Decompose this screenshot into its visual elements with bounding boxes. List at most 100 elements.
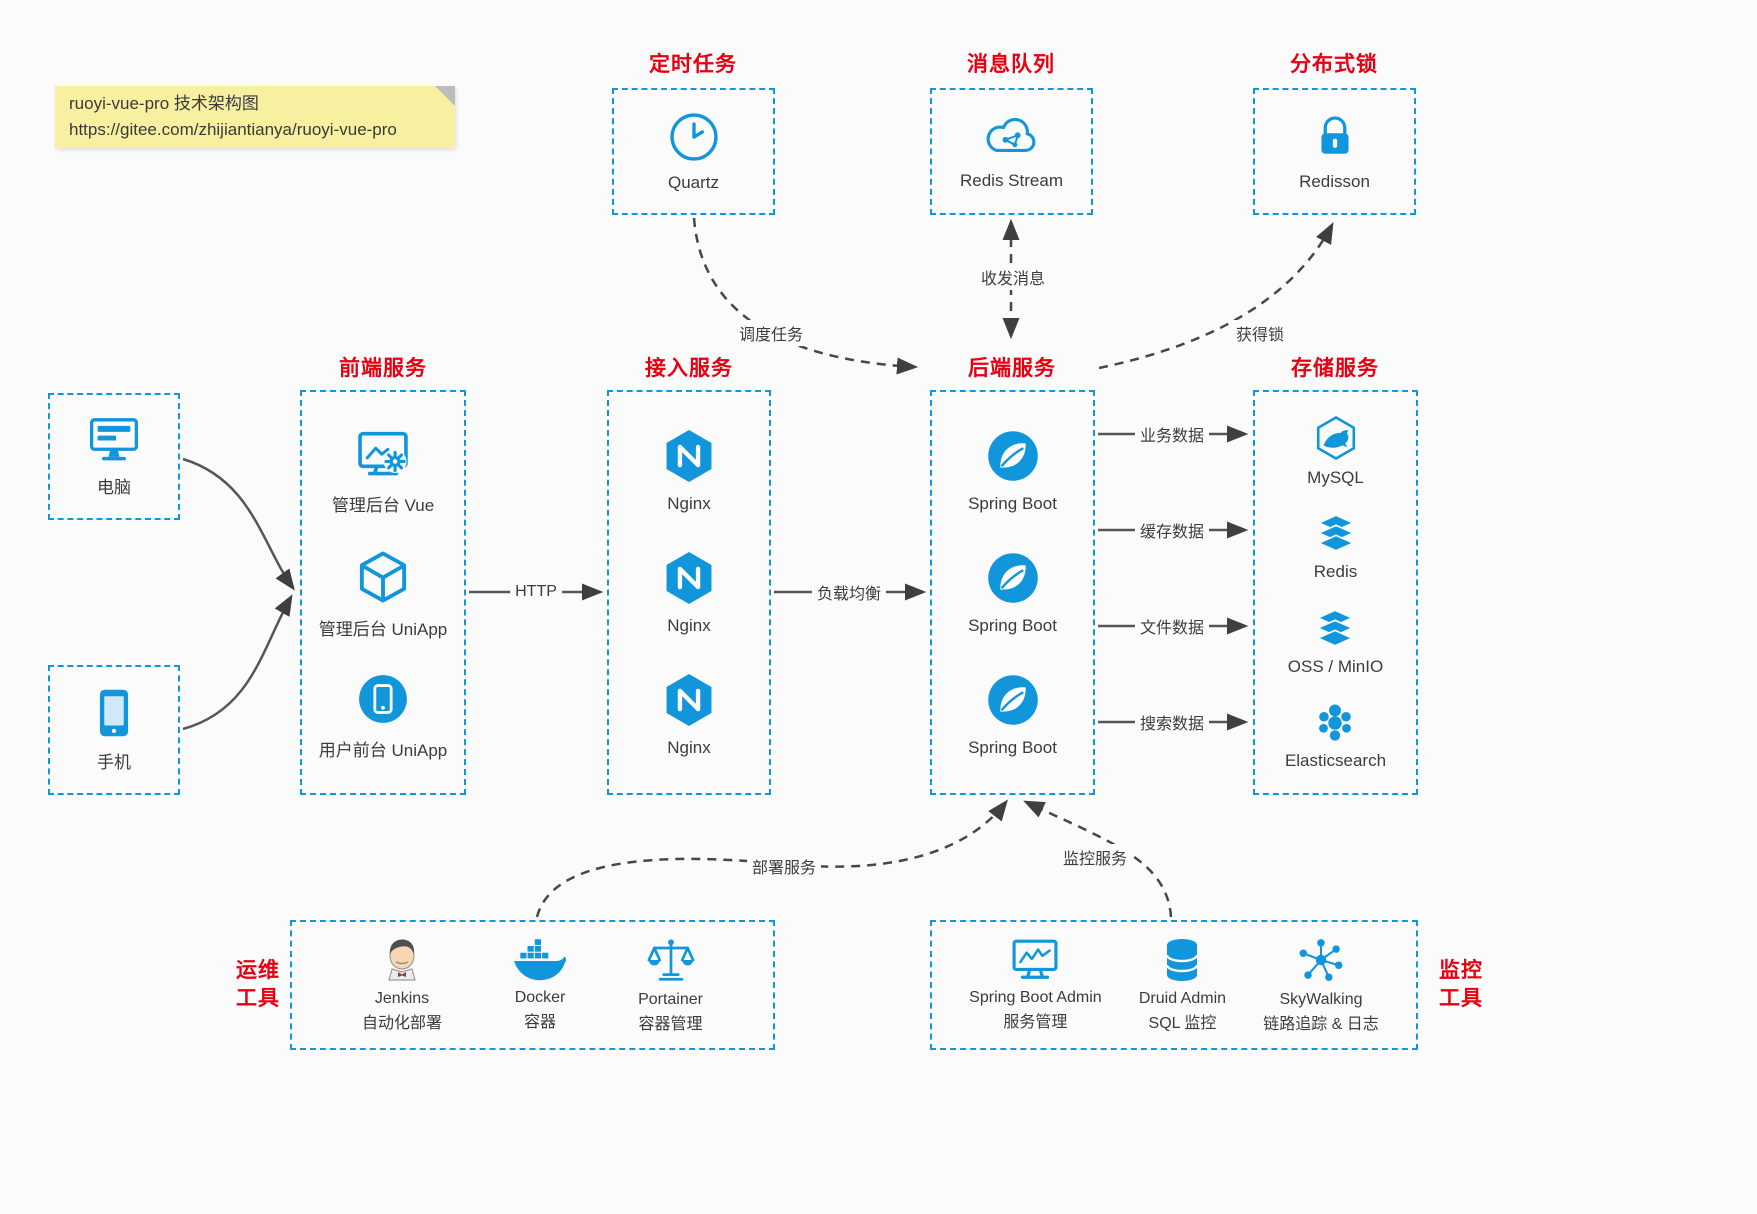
node-spring-boot-2: Spring Boot	[968, 549, 1057, 636]
edge-label-deploy: 部署服务	[746, 853, 822, 879]
jenkins-desc: 自动化部署	[362, 1015, 443, 1032]
edge-label-file-data: 文件数据	[1134, 613, 1210, 639]
title-message-queue: 消息队列	[967, 53, 1055, 76]
ops-title-line1: 运维	[236, 959, 280, 982]
ops-title-line2: 工具	[236, 987, 280, 1010]
jenkins-icon	[379, 936, 425, 984]
node-pc: 电脑	[87, 416, 141, 498]
node-spring-boot-1: Spring Boot	[968, 427, 1057, 514]
monitoring-title-line2: 工具	[1439, 987, 1483, 1010]
node-nginx-3: Nginx	[660, 671, 718, 758]
portainer-name: Portainer	[638, 991, 703, 1008]
node-portainer: Portainer 容器管理	[638, 935, 703, 1035]
title-distributed-lock: 分布式锁	[1290, 53, 1378, 76]
quartz-box: Quartz	[612, 88, 775, 215]
edge-label-cache-data: 缓存数据	[1134, 517, 1210, 543]
spring-boot-admin-name: Spring Boot Admin	[969, 989, 1102, 1006]
druid-icon	[1159, 936, 1205, 984]
admin-vue-label: 管理后台 Vue	[331, 495, 435, 515]
redisson-label: Redisson	[1299, 172, 1370, 191]
edge-label-search-data: 搜索数据	[1134, 709, 1210, 735]
node-nginx-2: Nginx	[660, 549, 718, 636]
edge-lock	[1098, 222, 1334, 370]
portainer-icon	[646, 935, 696, 985]
pc-label: 电脑	[97, 477, 131, 497]
redis-stream-label: Redis Stream	[960, 171, 1063, 190]
nginx-icon	[660, 549, 718, 607]
skywalking-name: SkyWalking	[1279, 991, 1363, 1008]
spring-boot-label: Spring Boot	[968, 738, 1057, 757]
edge-label-load-balance: 负载均衡	[811, 579, 887, 605]
node-quartz: Quartz	[667, 110, 721, 193]
elasticsearch-label: Elasticsearch	[1284, 750, 1387, 770]
pc-box: 电脑	[48, 393, 180, 520]
edge-pc-to-frontend	[182, 457, 295, 591]
spring-boot-admin-desc: 服务管理	[1003, 1014, 1068, 1031]
druid-name: Druid Admin	[1138, 990, 1227, 1007]
redis-stream-box: Redis Stream	[930, 88, 1093, 215]
node-spring-boot-3: Spring Boot	[968, 671, 1057, 758]
node-mysql: MySQL	[1307, 414, 1364, 488]
nginx-icon	[660, 671, 718, 729]
edge-label-monitor: 监控服务	[1057, 844, 1133, 870]
user-uniapp-icon	[355, 671, 411, 727]
node-nginx-1: Nginx	[660, 427, 718, 514]
node-druid: Druid Admin SQL 监控	[1139, 936, 1226, 1034]
edge-label-business-data: 业务数据	[1134, 421, 1210, 447]
mysql-label: MySQL	[1307, 468, 1364, 488]
sticky-note: ruoyi-vue-pro 技术架构图 https://gitee.com/zh…	[55, 86, 455, 148]
frontend-box: 管理后台 Vue 管理后台 UniApp 用户前台 UniApp	[300, 390, 466, 795]
druid-desc: SQL 监控	[1148, 1015, 1217, 1032]
node-redis: Redis	[1313, 510, 1359, 582]
mysql-icon	[1312, 414, 1360, 462]
title-scheduled-tasks: 定时任务	[649, 53, 737, 76]
storage-box: MySQL Redis	[1253, 390, 1418, 795]
portainer-desc: 容器管理	[638, 1016, 703, 1033]
elasticsearch-icon	[1312, 699, 1358, 745]
docker-name: Docker	[514, 989, 566, 1006]
admin-vue-icon	[354, 424, 412, 482]
mobile-icon	[94, 687, 134, 739]
node-oss-minio: OSS / MinIO	[1288, 605, 1383, 677]
node-admin-uniapp: 管理后台 UniApp	[319, 548, 447, 640]
redis-label: Redis	[1313, 562, 1358, 582]
jenkins-name: Jenkins	[374, 990, 430, 1007]
node-user-uniapp: 用户前台 UniApp	[319, 671, 447, 761]
nginx-label: Nginx	[667, 738, 711, 757]
node-redisson: Redisson	[1299, 111, 1370, 192]
spring-boot-icon	[984, 427, 1042, 485]
monitoring-title-line1: 监控	[1439, 959, 1483, 982]
skywalking-icon	[1296, 935, 1346, 985]
title-storage: 存储服务	[1291, 357, 1379, 380]
node-redis-stream: Redis Stream	[960, 112, 1063, 191]
spring-boot-label: Spring Boot	[968, 494, 1057, 513]
edge-label-http: HTTP	[510, 582, 562, 602]
title-ops-tools: 运维 工具	[236, 957, 280, 1013]
spring-boot-icon	[984, 549, 1042, 607]
title-backend: 后端服务	[968, 357, 1056, 380]
spring-boot-icon	[984, 671, 1042, 729]
monitoring-tools-box: Spring Boot Admin 服务管理 Druid Admin SQL 监…	[930, 920, 1418, 1050]
edge-label-lock: 获得锁	[1230, 320, 1290, 346]
cloud-stream-icon	[982, 112, 1040, 162]
nginx-label: Nginx	[667, 616, 711, 635]
uniapp-cube-icon	[354, 548, 412, 606]
spring-boot-admin-icon	[1009, 937, 1061, 983]
clock-icon	[667, 110, 721, 164]
quartz-label: Quartz	[667, 173, 720, 192]
edge-label-messaging: 收发消息	[975, 264, 1051, 290]
desktop-icon	[87, 416, 141, 464]
admin-uniapp-label: 管理后台 UniApp	[318, 619, 448, 639]
docker-desc: 容器	[524, 1014, 557, 1031]
nginx-icon	[660, 427, 718, 485]
node-jenkins: Jenkins 自动化部署	[362, 936, 442, 1034]
redisson-box: Redisson	[1253, 88, 1416, 215]
gateway-box: Nginx Nginx Nginx	[607, 390, 771, 795]
phone-label: 手机	[97, 753, 131, 772]
nginx-label: Nginx	[667, 494, 711, 513]
backend-box: Spring Boot Spring Boot Spring Boot	[930, 390, 1095, 795]
note-url: https://gitee.com/zhijiantianya/ruoyi-vu…	[69, 120, 397, 139]
node-skywalking: SkyWalking 链路追踪 & 日志	[1263, 935, 1379, 1035]
node-admin-vue: 管理后台 Vue	[332, 424, 434, 516]
